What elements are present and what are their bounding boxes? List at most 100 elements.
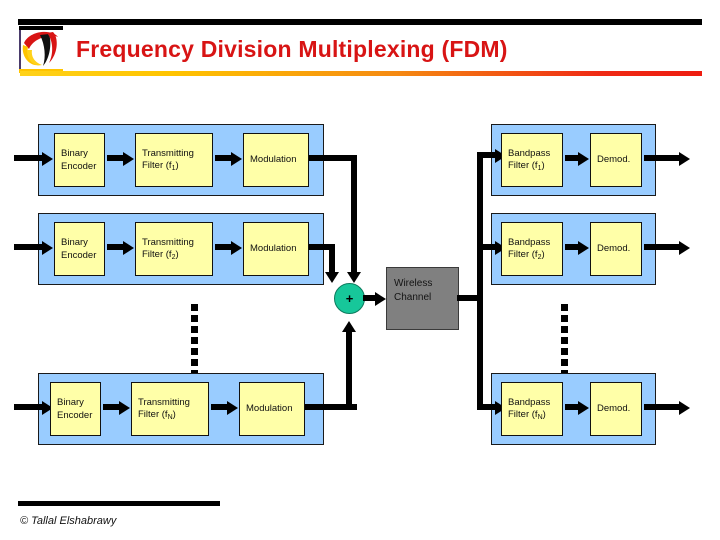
txn-link-2	[211, 404, 227, 410]
rx1-output-arrow-icon	[679, 152, 690, 166]
txn-transmitting-filter-block[interactable]: Transmitting Filter (fN)	[131, 382, 209, 436]
wireless-channel-block[interactable]: Wireless Channel	[386, 267, 459, 330]
channel-output-line	[457, 295, 483, 301]
txn-binary-encoder-line1: Binary	[57, 397, 84, 408]
tx1-link-2-arrow-icon	[231, 152, 242, 166]
rxn-filter-line2-tail: )	[542, 409, 546, 420]
rx2-demod-block[interactable]: Demod.	[590, 222, 642, 276]
rx1-input-arrow-icon	[495, 149, 506, 163]
txn-binary-encoder-block[interactable]: Binary Encoder	[50, 382, 101, 436]
tx2-link-1	[107, 244, 123, 250]
footer-rule	[18, 501, 220, 506]
tx1-transmitting-filter-block[interactable]: Transmitting Filter (f1)	[135, 133, 213, 187]
tx1-binary-encoder-line1: Binary	[61, 148, 88, 159]
rx2-output-line	[644, 244, 680, 250]
rx-distribution-bus	[477, 152, 483, 410]
rx2-filter-line2-tail: )	[541, 249, 545, 260]
rx2-link-1-arrow-icon	[578, 241, 589, 255]
tx1-link-1-arrow-icon	[123, 152, 134, 166]
rx1-filter-line2-tail: )	[541, 160, 545, 171]
txn-transmitting-filter-line1: Transmitting	[138, 396, 190, 408]
tx1-transmitting-filter-line1: Transmitting	[142, 147, 194, 159]
rxn-bandpass-filter-line2: Filter (fN)	[508, 409, 562, 422]
rx1-demod-block[interactable]: Demod.	[590, 133, 642, 187]
rx2-input-arrow-icon	[495, 241, 506, 255]
rx2-bandpass-filter-block[interactable]: Bandpass Filter (f2)	[501, 222, 563, 276]
rxn-bandpass-filter-block[interactable]: Bandpass Filter (fN)	[501, 382, 563, 436]
tx2-transmitting-filter-block[interactable]: Transmitting Filter (f2)	[135, 222, 213, 276]
txn-filter-line2-tail: )	[172, 409, 176, 420]
summing-junction[interactable]: +	[334, 283, 365, 314]
tx1-filter-subscript: 1	[171, 165, 176, 172]
rx1-bandpass-filter-block[interactable]: Bandpass Filter (f1)	[501, 133, 563, 187]
tx2-link-2	[215, 244, 231, 250]
rx2-filter-line2-text: Filter (f	[508, 249, 538, 260]
rxn-demod-block[interactable]: Demod.	[590, 382, 642, 436]
page-title: Frequency Division Multiplexing (FDM)	[76, 36, 508, 62]
tx1-modulation-block[interactable]: Modulation	[243, 133, 309, 187]
rx2-demod-label: Demod.	[597, 243, 631, 255]
txn-modulation-block[interactable]: Modulation	[239, 382, 305, 436]
txn-output-up-line	[346, 330, 352, 407]
summing-junction-label: +	[345, 291, 354, 306]
txn-output-line	[305, 404, 357, 410]
rxn-filter-subscript: N	[537, 414, 543, 421]
rx1-filter-line2-text: Filter (f	[508, 160, 538, 171]
txn-filter-line2-text: Filter (f	[138, 409, 168, 420]
tx2-modulation-block[interactable]: Modulation	[243, 222, 309, 276]
tx2-modulation-label: Modulation	[250, 243, 297, 255]
tx2-to-summer-arrow-icon	[325, 272, 339, 283]
rx2-output-arrow-icon	[679, 241, 690, 255]
summer-to-channel-arrow-icon	[375, 292, 386, 306]
rx2-bandpass-filter-line2: Filter (f2)	[508, 249, 562, 262]
tx1-output-line	[309, 155, 357, 161]
tx1-link-2	[215, 155, 231, 161]
tx2-transmitting-filter-line1: Transmitting	[142, 236, 194, 248]
rxn-filter-line2-text: Filter (f	[508, 409, 538, 420]
rxn-input-line	[477, 404, 499, 410]
rx2-input-line	[477, 244, 499, 250]
tx1-modulation-label: Modulation	[250, 154, 297, 166]
txn-link-1-arrow-icon	[119, 401, 130, 415]
tx2-binary-encoder-line2: Encoder	[61, 249, 97, 261]
rx1-bandpass-filter-line1: Bandpass	[508, 147, 551, 159]
tx1-binary-encoder-line2: Encoder	[61, 160, 97, 172]
tx2-input-arrow-icon	[42, 241, 53, 255]
tx2-filter-line2-tail: )	[175, 249, 179, 260]
txn-to-summer-arrow-icon	[342, 321, 356, 332]
tx2-link-1-arrow-icon	[123, 241, 134, 255]
rx2-filter-subscript: 2	[537, 254, 542, 261]
rxn-bandpass-filter-line1: Bandpass	[508, 396, 551, 408]
copyright-notice: © Tallal Elshabrawy	[20, 515, 117, 527]
txn-input-line	[14, 404, 42, 410]
summer-to-channel-line	[363, 295, 375, 301]
tx1-filter-line2-text: Filter (f	[142, 160, 172, 171]
tx1-input-arrow-icon	[42, 152, 53, 166]
tx2-filter-line2-text: Filter (f	[142, 249, 172, 260]
rx1-input-line	[477, 152, 499, 158]
tx2-output-down-line	[329, 244, 335, 278]
txn-binary-encoder-line2: Encoder	[57, 409, 93, 421]
rxn-link-1	[565, 404, 579, 410]
rx1-demod-label: Demod.	[597, 154, 631, 166]
tx2-input-line	[14, 244, 42, 250]
tx1-link-1	[107, 155, 123, 161]
header-gradient-rule	[20, 71, 702, 76]
tx1-filter-line2-tail: )	[175, 160, 179, 171]
rxn-output-line	[644, 404, 680, 410]
tx1-to-summer-arrow-icon	[347, 272, 361, 283]
tx1-binary-encoder-block[interactable]: Binary Encoder	[54, 133, 105, 187]
txn-link-2-arrow-icon	[227, 401, 238, 415]
rxn-link-1-arrow-icon	[578, 401, 589, 415]
rx1-bandpass-filter-line2: Filter (f1)	[508, 160, 562, 173]
wireless-channel-line2: Channel	[394, 292, 432, 303]
tx2-transmitting-filter-line2: Filter (f2)	[142, 249, 212, 262]
rxn-input-arrow-icon	[495, 401, 506, 415]
tx2-output-line	[309, 244, 335, 250]
tx2-binary-encoder-block[interactable]: Binary Encoder	[54, 222, 105, 276]
txn-link-1	[103, 404, 119, 410]
rx1-link-1	[565, 155, 579, 161]
tx2-binary-encoder-line1: Binary	[61, 237, 88, 248]
txn-filter-subscript: N	[167, 414, 173, 421]
tx2-link-2-arrow-icon	[231, 241, 242, 255]
